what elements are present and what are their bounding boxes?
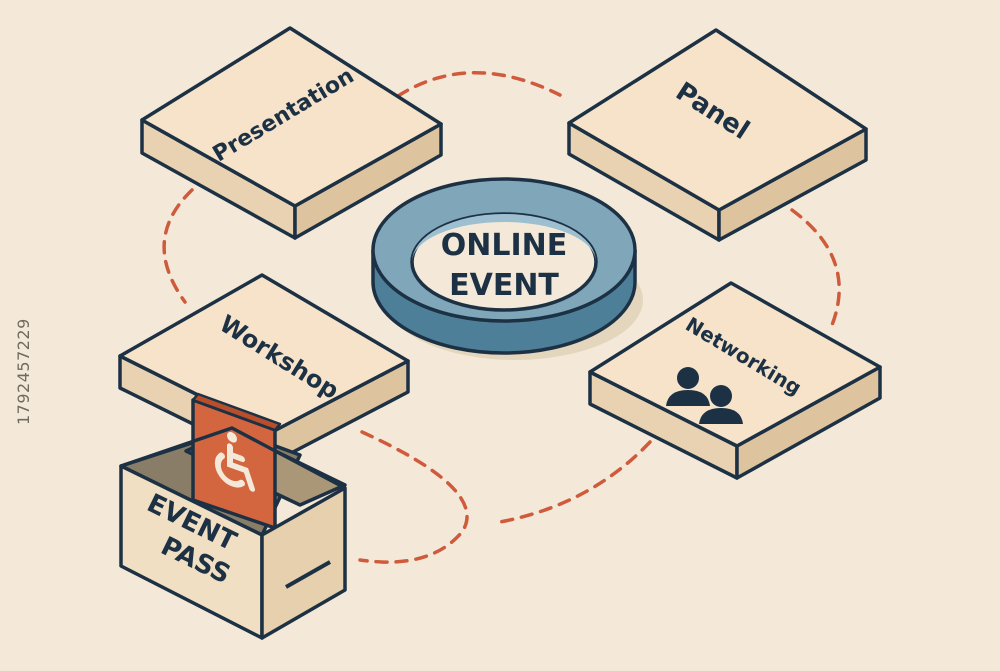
accessibility-icon <box>214 431 255 492</box>
online-event-ring <box>371 177 643 360</box>
presentation-tile-top <box>140 26 443 208</box>
event-pass-box-front <box>119 426 347 640</box>
dashed-connectors <box>162 71 841 564</box>
connector-presentation-panel <box>396 71 562 98</box>
stock-watermark-id: 1792457229 <box>14 318 33 425</box>
connector-presentation-workshop <box>162 188 194 304</box>
presentation-tile <box>140 26 443 240</box>
networking-tile <box>588 281 882 480</box>
panel-tile <box>567 28 868 242</box>
connector-networking-pass <box>498 440 652 524</box>
box-side <box>260 486 347 640</box>
connector-workshop-pass <box>358 430 469 564</box>
ring-inner-wall <box>412 214 596 262</box>
box-rim <box>120 426 346 490</box>
box-slot <box>285 560 331 589</box>
connector-panel-networking <box>790 208 841 332</box>
people-icon <box>666 367 743 424</box>
center-label-line1: ONLINE <box>441 228 568 263</box>
networking-tile-top <box>588 281 882 448</box>
panel-tile-top <box>567 28 868 212</box>
center-label-line2: EVENT <box>449 268 559 303</box>
